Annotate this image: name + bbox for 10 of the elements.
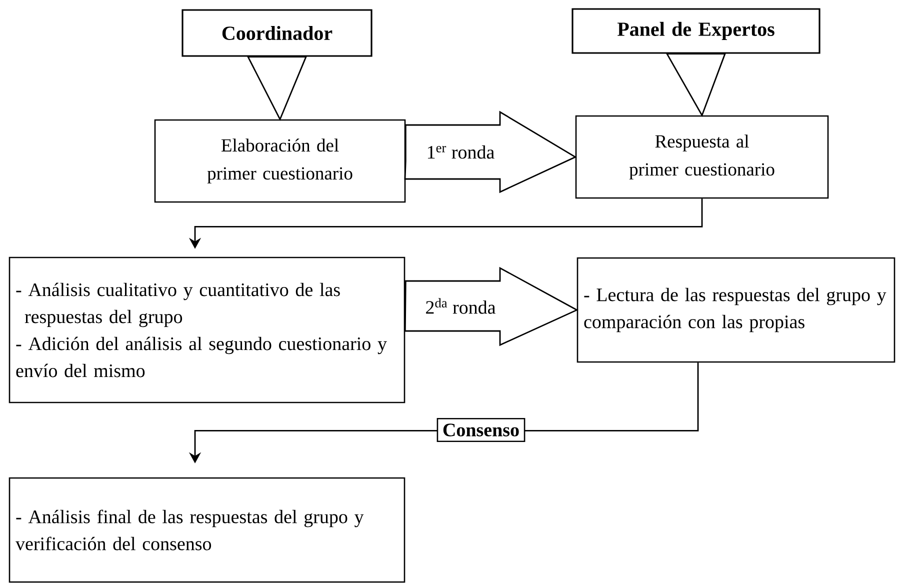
- edge-label: Consenso: [436, 418, 526, 442]
- process-box: - Análisis cualitativo y cuantitativo de las respuestas del grupo - Adición del análisis al segundo cuestionario y envío del mismo: [8, 256, 406, 404]
- arrow: [404, 266, 578, 346]
- arrow: [246, 56, 308, 122]
- arrow: [404, 110, 577, 194]
- arrow: [666, 53, 726, 117]
- process-box: - Lectura de las respuestas del grupo y comparación con las propias: [576, 257, 896, 363]
- process-box: - Análisis final de las respuestas del grupo y verificación del consenso: [8, 477, 406, 583]
- edge-label: 2$^{da}$ ronda: [426, 298, 496, 314]
- edge-label: 1$^{er}$ ronda: [428, 145, 494, 159]
